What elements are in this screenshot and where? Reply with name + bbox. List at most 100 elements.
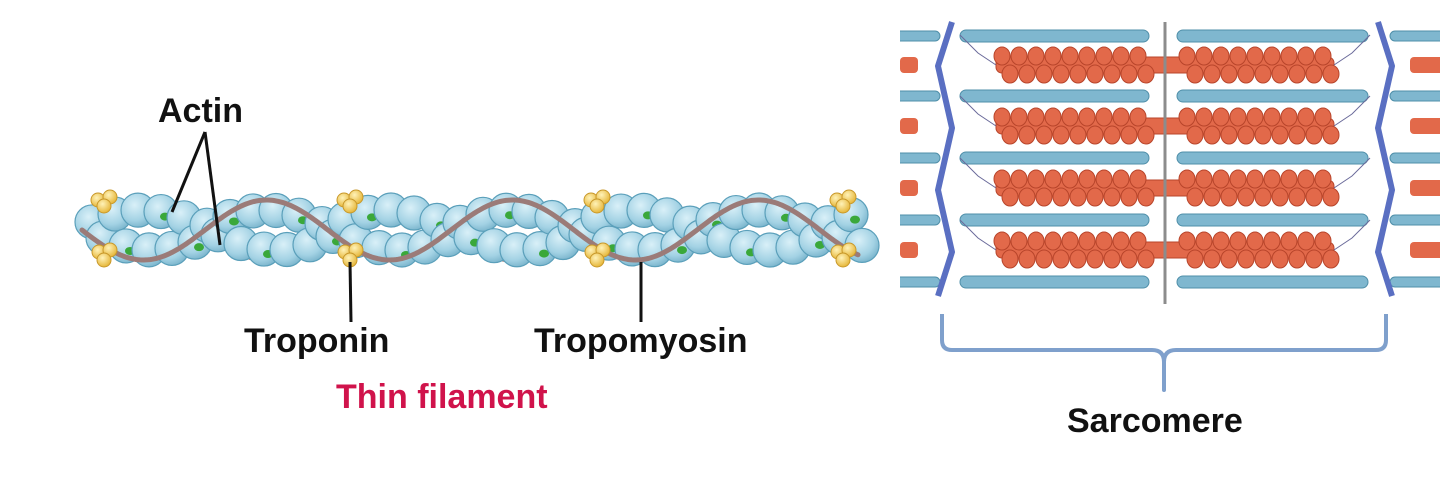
myosin-head [1288, 187, 1306, 207]
sarcomere-brace [940, 314, 1388, 392]
myosin-head [1220, 64, 1238, 84]
sarcomere-thin-filament [1176, 213, 1369, 227]
myosin-head [1129, 107, 1147, 127]
actin-binding-site [539, 249, 549, 258]
myosin-head [1052, 64, 1070, 84]
myosin-head [1229, 107, 1247, 127]
myosin-head [1010, 107, 1028, 127]
myosin-head [993, 231, 1011, 251]
troponin-subunit [589, 252, 605, 268]
myosin-head [1061, 231, 1079, 251]
myosin-head [1271, 64, 1289, 84]
myosin-head [1137, 64, 1155, 84]
myosin-head [1103, 187, 1121, 207]
myosin-head [1186, 125, 1204, 145]
sarcomere-thin-filament [900, 90, 941, 102]
myosin-head [1069, 187, 1087, 207]
myosin-head [1120, 64, 1138, 84]
myosin-head [1035, 187, 1053, 207]
titin-link [959, 219, 997, 251]
sarcomere-thin-filament [1389, 90, 1440, 102]
myosin-head [1120, 187, 1138, 207]
myosin-head [1254, 249, 1272, 269]
myosin-head [1078, 169, 1096, 189]
troponin-complex [829, 189, 857, 268]
myosin-head [1288, 125, 1306, 145]
myosin-head [1229, 46, 1247, 66]
myosin-head [1271, 249, 1289, 269]
myosin-head [1314, 231, 1332, 251]
troponin-subunit [835, 198, 851, 214]
myosin-head [1035, 64, 1053, 84]
myosin-head [1271, 187, 1289, 207]
myosin-head [1095, 46, 1113, 66]
myosin-head [1246, 169, 1264, 189]
titin-link [1333, 219, 1371, 251]
myosin-head [1195, 46, 1213, 66]
myosin-head [1001, 249, 1019, 269]
myosin-head [1052, 187, 1070, 207]
myosin-head [1044, 169, 1062, 189]
myosin-head [1001, 187, 1019, 207]
actin-binding-site [194, 243, 204, 252]
myosin-head [1280, 169, 1298, 189]
myosin-head [1195, 107, 1213, 127]
myosin-head [1314, 169, 1332, 189]
myosin-head [1305, 125, 1323, 145]
troponin-complex [90, 189, 118, 268]
myosin-head [1078, 46, 1096, 66]
myosin-head [1314, 107, 1332, 127]
sarcomere-thin-filament [1389, 152, 1440, 164]
myosin-head [1137, 187, 1155, 207]
myosin-head [1018, 249, 1036, 269]
myosin-head [1305, 249, 1323, 269]
troponin-label: Troponin [244, 322, 390, 360]
myosin-head [1129, 46, 1147, 66]
myosin-head [1027, 46, 1045, 66]
sarcomere-illustration [900, 21, 1440, 304]
myosin-head [1178, 46, 1196, 66]
myosin-head [1322, 249, 1340, 269]
myosin-head [1095, 107, 1113, 127]
myosin-head [1280, 107, 1298, 127]
tropomyosin-strand-front [79, 197, 861, 263]
troponin-leader [348, 261, 353, 323]
myosin-head [1120, 249, 1138, 269]
sarcomere-thick-filament [900, 57, 918, 73]
myosin-head [1086, 64, 1104, 84]
myosin-head [1137, 249, 1155, 269]
actin-binding-site [850, 215, 860, 224]
sarcomere-thin-filament [900, 152, 941, 164]
sarcomere-thin-filament [959, 275, 1150, 289]
myosin-head [1027, 231, 1045, 251]
z-disc-right [1375, 21, 1395, 297]
sarcomere-thick-filament [900, 242, 918, 258]
myosin-head [1178, 169, 1196, 189]
myosin-head [1044, 46, 1062, 66]
myosin-head [1069, 249, 1087, 269]
myosin-head [1237, 249, 1255, 269]
sarcomere-thin-filament [1176, 151, 1369, 165]
myosin-head [1254, 64, 1272, 84]
myosin-head [1027, 169, 1045, 189]
myosin-head [1001, 64, 1019, 84]
myosin-head [1280, 46, 1298, 66]
titin-link [1333, 157, 1371, 189]
myosin-head [1229, 231, 1247, 251]
myosin-head [1246, 231, 1264, 251]
actin-binding-site [677, 246, 687, 255]
myosin-head [1018, 125, 1036, 145]
troponin-subunit [96, 198, 112, 214]
myosin-head [1186, 249, 1204, 269]
myosin-head [1078, 231, 1096, 251]
myosin-head [1322, 187, 1340, 207]
sarcomere-thick-filament [1410, 180, 1440, 196]
myosin-head [1297, 46, 1315, 66]
myosin-head [1018, 187, 1036, 207]
myosin-head [1035, 125, 1053, 145]
myosin-head [1288, 64, 1306, 84]
myosin-head [1010, 46, 1028, 66]
titin-link [1333, 34, 1371, 66]
myosin-head [1095, 169, 1113, 189]
myosin-head [1263, 46, 1281, 66]
